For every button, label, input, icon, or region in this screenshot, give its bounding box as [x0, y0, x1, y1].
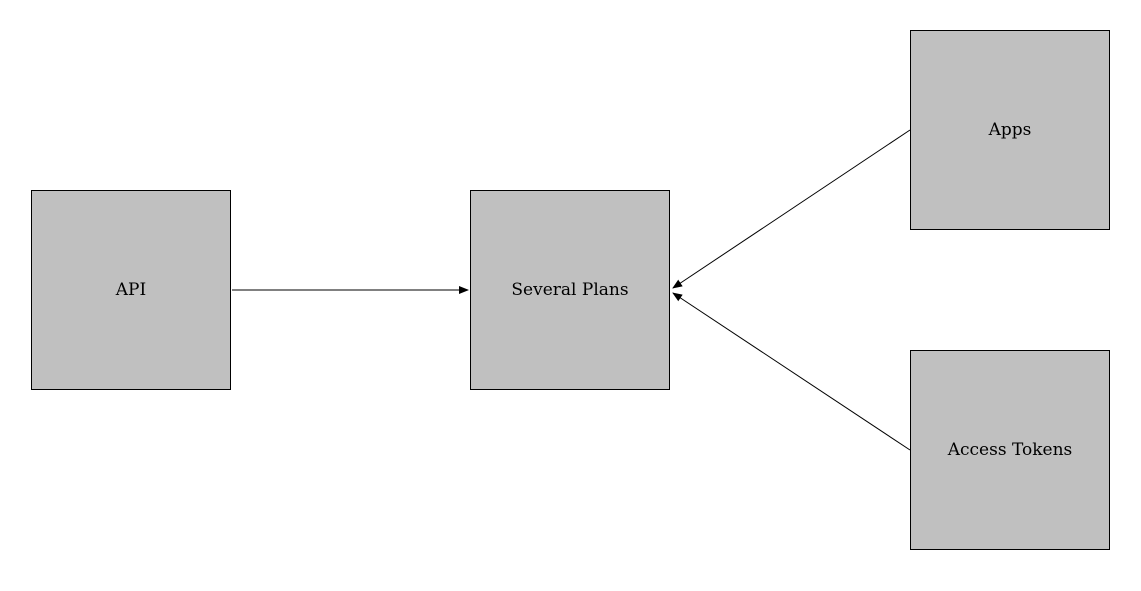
- node-api-label: API: [115, 279, 147, 300]
- node-apps: Apps: [910, 30, 1110, 230]
- node-access-tokens-label: Access Tokens: [947, 439, 1073, 460]
- node-api: API: [31, 190, 231, 390]
- edge-apps-to-several-plans: [672, 129, 911, 289]
- node-access-tokens: Access Tokens: [910, 350, 1110, 550]
- node-several-plans-label: Several Plans: [511, 279, 629, 300]
- node-apps-label: Apps: [988, 119, 1032, 140]
- edge-access-tokens-to-several-plans: [672, 292, 911, 451]
- node-several-plans: Several Plans: [470, 190, 670, 390]
